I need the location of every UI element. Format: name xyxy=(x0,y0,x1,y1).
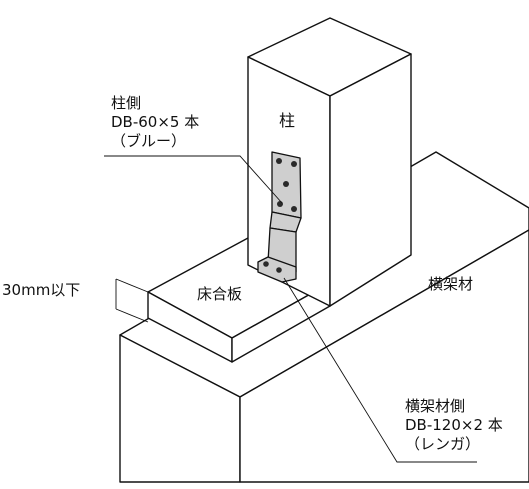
bracket-hole xyxy=(291,161,297,167)
bracket-hole xyxy=(277,201,283,207)
bracket-hole xyxy=(276,267,282,273)
column-label: 柱 xyxy=(279,111,296,130)
gap-dimension-tick-top xyxy=(115,278,149,293)
beam-side-face xyxy=(239,229,529,483)
gap-label: 30mm以下 xyxy=(2,281,81,299)
column-side-label-line1: 柱側 xyxy=(111,94,142,112)
beam-side-label-line1: 横架材側 xyxy=(405,397,466,415)
column-side-label-line2: DB-60×5 本 xyxy=(111,113,200,131)
bracket-hole xyxy=(283,181,289,187)
column-side-label-line3: （ブルー） xyxy=(111,132,187,150)
beam-side-fastener-label: 横架材側 DB-120×2 本 （レンガ） xyxy=(405,397,503,454)
bracket-hole xyxy=(291,206,297,212)
bracket xyxy=(257,151,302,283)
bracket-hole xyxy=(276,158,282,164)
beam-label: 横架材 xyxy=(428,275,474,293)
beam-side-label-line3: （レンガ） xyxy=(405,435,481,453)
floor-board-label: 床合板 xyxy=(197,285,243,303)
column-side-fastener-label: 柱側 DB-60×5 本 （ブルー） xyxy=(111,94,199,151)
bracket-hole xyxy=(263,261,269,267)
column-side-face xyxy=(329,53,412,307)
beam-side-leader-line xyxy=(283,277,477,463)
beam-side-label-line2: DB-120×2 本 xyxy=(405,416,503,434)
column-side-leader-line xyxy=(104,155,283,204)
gap-dimension-tick-bottom xyxy=(115,308,149,323)
